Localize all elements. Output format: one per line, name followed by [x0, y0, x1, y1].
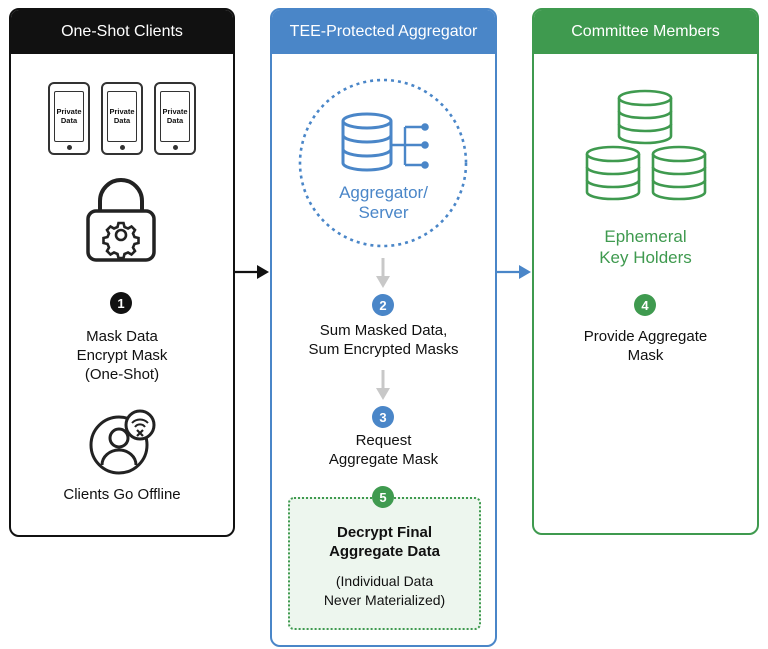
aggregator-panel-title: TEE-Protected Aggregator [272, 10, 495, 54]
key-holders-line1: Ephemeral [604, 227, 687, 246]
user-offline-icon [89, 409, 156, 475]
step-5-box [288, 497, 481, 630]
key-holders-label: Ephemeral Key Holders [534, 226, 757, 268]
step-3-badge: 3 [372, 406, 394, 428]
key-holders-line2: Key Holders [599, 248, 692, 267]
step-5-line3: (Individual Data [335, 573, 434, 589]
step-3-line2: Aggregate Mask [328, 451, 439, 468]
step-1-line1: Mask Data [86, 328, 158, 345]
phone-label-data: Data [166, 115, 184, 125]
step-1-text: Mask Data Encrypt Mask (One-Shot) [12, 327, 232, 384]
step-5-title: Decrypt Final Aggregate Data [288, 523, 481, 561]
step-2-line2: Sum Encrypted Masks [308, 341, 459, 358]
step-4-text: Provide Aggregate Mask [534, 327, 757, 365]
aggregator-server-enclosure [298, 78, 468, 248]
step-4-badge: 4 [634, 294, 656, 316]
network-branch-icon [391, 125, 423, 167]
step-5-note: (Individual Data Never Materialized) [288, 572, 481, 610]
step-1-line3: (One-Shot) [84, 366, 160, 383]
step-4-line1: Provide Aggregate [583, 328, 708, 345]
clients-panel-title: One-Shot Clients [11, 10, 233, 54]
step-5-line2: Aggregate Data [329, 543, 440, 560]
phone-label-private: Private [162, 106, 188, 116]
padlock-gear-icon [86, 178, 156, 262]
step-1-line2: Encrypt Mask [76, 347, 168, 364]
aggregator-server-label: Aggregator/ Server [272, 183, 495, 223]
step-2-text: Sum Masked Data, Sum Encrypted Masks [272, 321, 495, 359]
step-2-line1: Sum Masked Data, [319, 322, 448, 339]
phone-label-data: Data [113, 115, 131, 125]
step-3-line1: Request [355, 432, 412, 449]
database-icon [341, 112, 393, 172]
clients-offline-label: Clients Go Offline [63, 486, 181, 503]
step-1-badge: 1 [110, 292, 132, 314]
arrow-down-icon [376, 370, 390, 400]
phone-label-private: Private [109, 106, 135, 116]
committee-panel-title: Committee Members [534, 10, 757, 54]
arrow-right-icon [497, 265, 531, 279]
arrow-down-icon [376, 258, 390, 288]
step-4-line2: Mask [627, 347, 664, 364]
key-holders-database-icon [585, 89, 707, 201]
server-label-line1: Aggregator/ [339, 183, 428, 202]
server-label-line2: Server [358, 203, 409, 222]
step-3-text: Request Aggregate Mask [272, 431, 495, 469]
step-5-badge: 5 [372, 486, 394, 508]
step-5-line4: Never Materialized) [323, 592, 446, 608]
step-2-badge: 2 [372, 294, 394, 316]
phone-label-private: Private [56, 106, 82, 116]
arrow-right-icon [235, 265, 269, 279]
step-5-line1: Decrypt Final [336, 524, 433, 541]
phone-label-data: Data [60, 115, 78, 125]
